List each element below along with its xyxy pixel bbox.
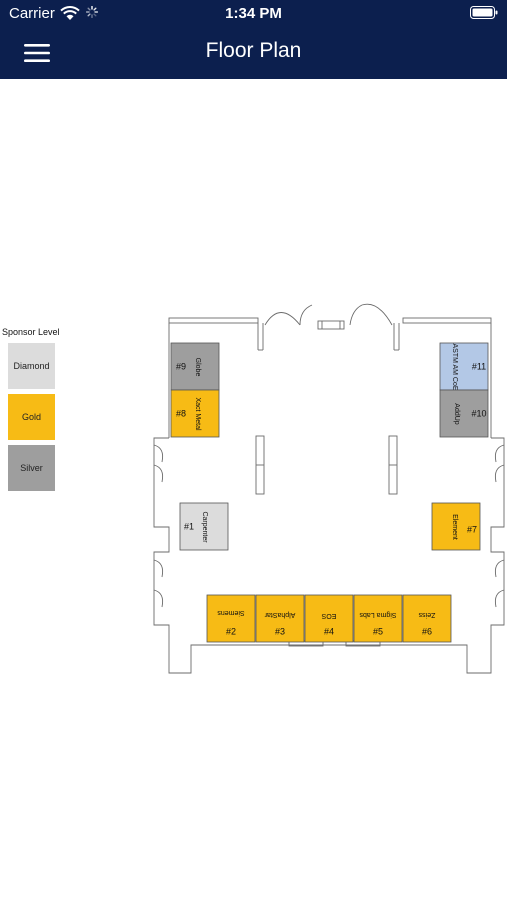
booth-3-name: AlphaStar [264,611,295,618]
legend-diamond-label: Diamond [13,361,50,371]
legend-silver-swatch: Silver [8,445,55,491]
booth-7-area [431,502,481,551]
booth-8[interactable]: #8 Xact Metal [170,389,220,438]
booth-4-name: EOS [321,612,336,619]
floor-plan-walls [153,303,505,674]
booth-10[interactable]: #10 AddUp [439,389,489,438]
booth-2-area [206,594,256,643]
booth-5[interactable]: #5 Sigma Labs [353,594,403,643]
booth-7-name: Element [451,514,458,540]
booth-2-name: Siemens [217,609,245,616]
booth-8-number: #8 [176,408,186,418]
booth-11-area [439,342,489,391]
booth-1-area [179,502,229,551]
booth-9-name: Globe [194,358,201,377]
booth-8-name: Xact Metal [194,397,201,431]
booth-11[interactable]: #11 ASTM AM CoE [439,342,489,391]
booth-10-name: AddUp [453,403,460,425]
booth-3-number: #3 [275,626,285,636]
booth-1-number: #1 [184,521,194,531]
booth-11-number: #11 [472,361,486,371]
booth-3[interactable]: #3 AlphaStar [255,594,305,643]
booth-1[interactable]: #1 Carpenter [179,502,229,551]
hamburger-menu-icon [24,44,50,62]
booth-9[interactable]: #9 Globe [170,342,220,391]
booth-4-number: #4 [324,626,334,636]
booth-6-number: #6 [422,626,432,636]
booth-5-number: #5 [373,626,383,636]
legend-gold-label: Gold [21,412,41,422]
booth-4-area [304,594,354,643]
activity-spinner-icon [86,6,98,18]
top-bar: Carrier 1:34 PM Floor Plan [0,0,507,79]
booth-5-area [353,594,403,643]
booth-5-name: Sigma Labs [359,611,396,618]
legend-silver-label: Silver [20,463,43,473]
carrier-label: Carrier [9,5,55,22]
booth-9-number: #9 [176,361,186,371]
booth-10-number: #10 [471,408,486,418]
battery-icon [470,6,498,19]
booth-9-area [170,342,220,391]
booth-4[interactable]: #4 EOS [304,594,354,643]
booth-2-number: #2 [226,626,236,636]
legend-gold-swatch: Gold [8,394,55,440]
booth-10-area [439,389,489,438]
booth-3-area [255,594,305,643]
booth-6-area [402,594,452,643]
status-time: 1:34 PM [225,5,282,22]
menu-button[interactable] [24,43,50,63]
booth-7[interactable]: #7 Element [431,502,481,551]
booth-2[interactable]: #2 Siemens [206,594,256,643]
booth-8-area [170,389,220,438]
booth-6[interactable]: #6 Zeiss [402,594,452,643]
booth-11-name: ASTM AM CoE [451,343,458,390]
wifi-icon [60,6,80,20]
booth-1-name: Carpenter [201,511,208,543]
page-title: Floor Plan [205,39,302,62]
legend-diamond-swatch: Diamond [8,343,55,389]
legend-title: Sponsor Level [2,327,60,337]
booth-7-number: #7 [467,524,477,534]
booth-6-name: Zeiss [418,611,435,618]
